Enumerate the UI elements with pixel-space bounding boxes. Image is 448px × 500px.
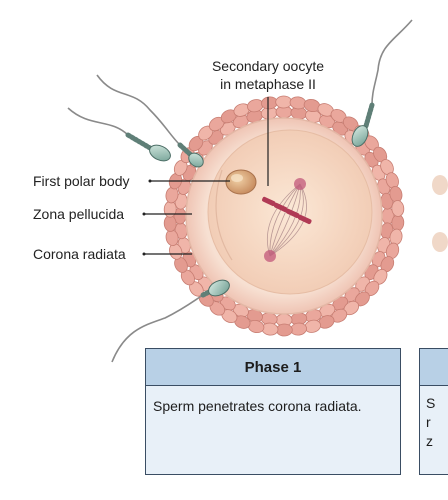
phase-1-title: Phase 1 — [146, 349, 400, 386]
chromosomes — [262, 196, 312, 225]
polar-body-highlight — [231, 174, 243, 182]
phase-2-text-line3: z — [426, 433, 433, 449]
perivitelline-space-outline — [215, 169, 233, 261]
corona-cell — [275, 323, 293, 337]
phase-1-card: Phase 1 Sperm penetrates corona radiata. — [145, 348, 401, 475]
label-zona-pellucida: Zona pellucida — [33, 206, 125, 222]
label-secondary-oocyte: Secondary oocyte in metaphase II — [198, 57, 338, 93]
spindle-pole-top — [294, 178, 306, 190]
next-stage-hint-2 — [432, 232, 448, 252]
next-stage-hint — [432, 175, 448, 195]
label-secondary-oocyte-line2: in metaphase II — [220, 76, 316, 92]
sperm-tail-4 — [111, 294, 204, 363]
sperm-tail-1 — [96, 74, 181, 146]
spindle-pole-bottom — [264, 250, 276, 262]
phase-2-card-partial: S r z — [419, 348, 448, 475]
leader-dots — [142, 179, 152, 256]
sperm-heads — [149, 125, 369, 297]
phase-2-text: S r z — [420, 386, 448, 459]
label-secondary-oocyte-line1: Secondary oocyte — [211, 58, 325, 74]
corona-cell — [275, 95, 293, 109]
phase-2-header — [420, 349, 448, 386]
phase-2-text-line2: r — [426, 414, 431, 430]
sperm-tail-2 — [67, 107, 129, 136]
sperm-tail-3 — [371, 19, 413, 106]
first-polar-body — [225, 169, 257, 195]
leader-lines — [144, 97, 269, 255]
sperm-cells — [67, 19, 413, 363]
label-first-polar-body: First polar body — [33, 173, 130, 189]
metaphase-spindle — [266, 183, 307, 257]
label-corona-radiata: Corona radiata — [33, 246, 126, 262]
phase-2-text-line1: S — [426, 395, 436, 411]
corona-cell — [391, 200, 405, 217]
phase-1-text: Sperm penetrates corona radiata. — [153, 398, 362, 414]
